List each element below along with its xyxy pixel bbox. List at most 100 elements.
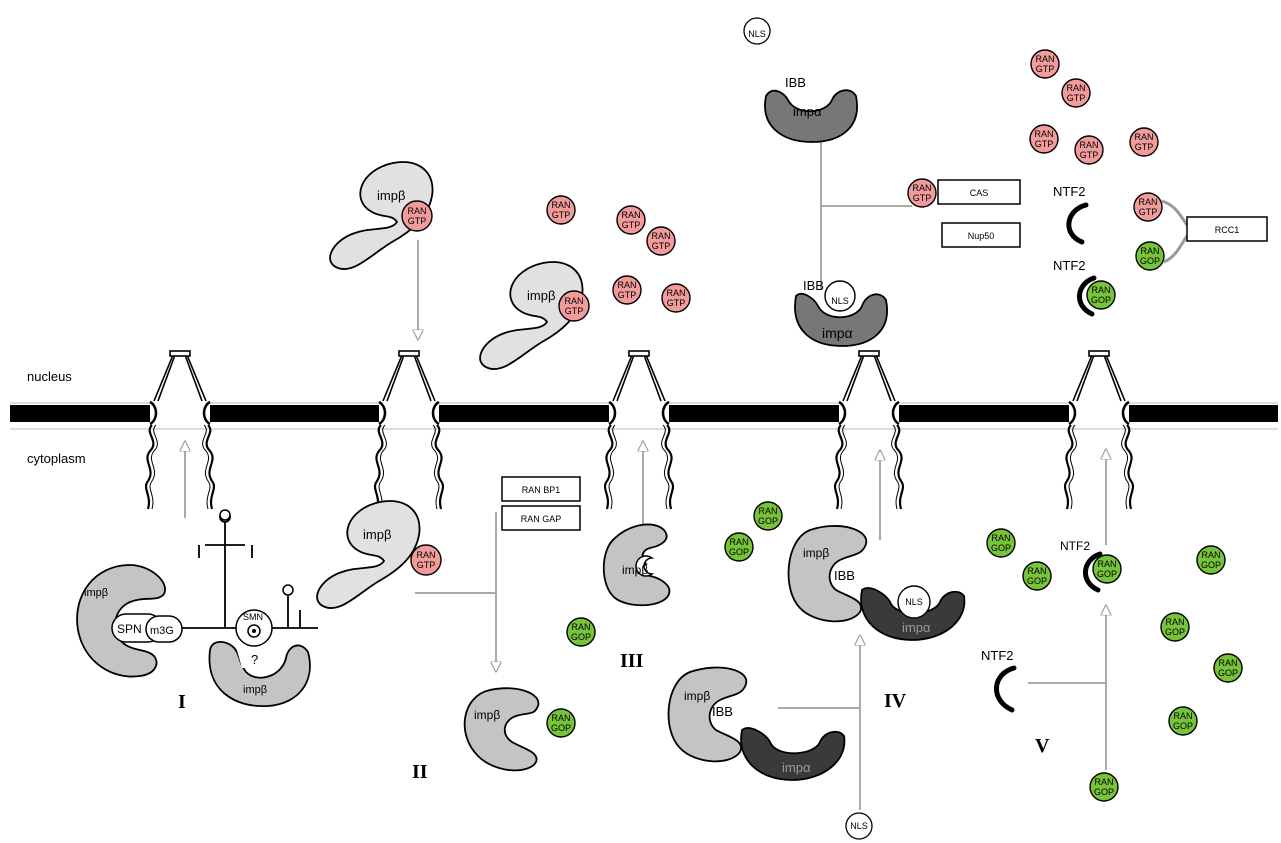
ntf2-label: NTF2 [981,648,1014,663]
ibb-label: IBB [785,75,806,90]
svg-text:RAN: RAN [666,288,685,298]
svg-text:RAN: RAN [551,200,570,210]
svg-text:GOP: GOP [1097,569,1117,579]
svg-text:GTP: GTP [667,298,686,308]
svg-text:RAN: RAN [564,296,583,306]
stage-III-free-imp-beta: impβ [602,523,671,607]
ntf2-label: NTF2 [1053,184,1086,199]
svg-text:RAN: RAN [1134,132,1153,142]
cas-box [937,179,1021,205]
svg-text:GTP: GTP [1067,93,1086,103]
svg-text:RAN: RAN [1173,711,1192,721]
svg-text:GTP: GTP [1036,64,1055,74]
stage-IV-label: IV [884,690,907,712]
ibb-label: IBB [712,704,733,719]
nls-label: NLS [905,597,923,607]
stage-IV-cytoplasmic-complex: impβ IBB impα NLS [787,525,966,641]
stage-IV-assembly-complex: impβ IBB impα [667,666,846,781]
svg-text:RAN: RAN [407,206,426,216]
svg-text:GOP: GOP [758,516,778,526]
m3g-cap [145,615,183,643]
imp-beta-label: impβ [474,708,500,722]
ranbp1-box [501,476,581,502]
imp-beta-label: impβ [243,684,267,696]
imp-beta-label: impβ [363,527,391,542]
svg-text:GOP: GOP [551,723,571,733]
ntf2-shape [1066,202,1089,245]
svg-text:RAN: RAN [758,506,777,516]
svg-text:GTP: GTP [417,560,436,570]
nup50-box [941,222,1021,248]
imp-beta-label: impβ [377,188,405,203]
svg-text:GTP: GTP [913,193,932,203]
imp-alpha-label: impα [782,760,811,775]
svg-text:NLS: NLS [850,821,868,831]
smn-label: SMN [243,612,263,622]
stage-IV-nuclear-complex: impα NLS IBB [794,278,888,347]
imp-alpha-label: impα [822,325,853,341]
transport-arrows [185,127,1106,810]
svg-text:GOP: GOP [729,547,749,557]
ntf2-shape [1083,551,1103,593]
svg-text:RAN: RAN [912,183,931,193]
rangap-label: RAN GAP [521,514,562,524]
svg-text:GTP: GTP [1135,142,1154,152]
rangap-box [501,505,581,531]
svg-text:GTP: GTP [552,210,571,220]
imp-beta-label: impβ [622,563,648,577]
stage-II-free-imp-beta: impβ [463,687,540,772]
ran-gtp-pool: RAN GTP RAN GTP RAN GTP RAN GTP RAN GTP [546,195,691,313]
ibb-label: IBB [803,278,824,293]
ibb-label: IBB [834,568,855,583]
nuclear-pore [144,350,216,510]
svg-text:GOP: GOP [1091,295,1111,305]
stage-III-nuclear-complex: impβ RAN GTP [479,261,590,370]
svg-text:NLS: NLS [831,296,849,306]
stage-I-complex: impβ SPN m3G impβ SMN ? [76,509,318,707]
svg-text:GTP: GTP [618,290,637,300]
imp-beta-label: impβ [803,546,829,560]
svg-text:RAN: RAN [1138,197,1157,207]
nuclear-pore [1063,350,1135,510]
svg-text:RAN: RAN [1094,777,1113,787]
nuclear-pore [373,350,445,510]
m3g-label: m3G [150,625,174,637]
svg-text:RAN: RAN [1066,83,1085,93]
svg-text:GOP: GOP [1165,627,1185,637]
svg-text:GTP: GTP [408,216,427,226]
ran-gtp-pool-nucleus-v: RAN GTP RAN GTP RAN GTP RAN GTP RAN GTP [1029,49,1159,165]
svg-text:RAN: RAN [729,537,748,547]
svg-text:GOP: GOP [571,632,591,642]
svg-text:RAN: RAN [1218,658,1237,668]
svg-text:GOP: GOP [1140,256,1160,266]
nls-cargo [845,812,873,840]
imp-beta-label: impβ [684,689,710,703]
svg-text:RAN: RAN [621,210,640,220]
svg-text:RAN: RAN [617,280,636,290]
svg-text:RAN: RAN [651,231,670,241]
nucleus-label: nucleus [27,369,72,384]
spn-label: SPN [117,622,142,636]
stage-II-nuclear-complex: impβ RAN GTP [329,161,434,270]
imp-beta-label: impβ [84,587,108,599]
imp-beta-shape [76,564,166,678]
svg-text:RAN: RAN [1027,566,1046,576]
svg-text:RAN: RAN [1165,617,1184,627]
ntf2-label: NTF2 [1060,539,1090,553]
imp-alpha-label: impα [793,104,822,119]
stage-III-label: III [620,650,644,672]
stage-IV-released-imp-alpha: impα IBB [764,75,858,143]
ntf2-label: NTF2 [1053,258,1086,273]
svg-text:RAN: RAN [551,713,570,723]
cas-label: CAS [970,188,989,198]
svg-text:RAN: RAN [1034,129,1053,139]
svg-text:RAN: RAN [991,533,1010,543]
nuclear-pore [603,350,675,510]
ntf2-shape [1077,275,1097,317]
svg-text:RAN: RAN [1079,140,1098,150]
svg-text:GOP: GOP [1173,721,1193,731]
imp-alpha-label: impα [902,620,931,635]
ran-gdp-pool-cytoplasm-v: RAN GOP RAN GOP RAN GOP RAN GOP RAN GOP … [986,528,1243,802]
nls-cargo [743,17,771,45]
